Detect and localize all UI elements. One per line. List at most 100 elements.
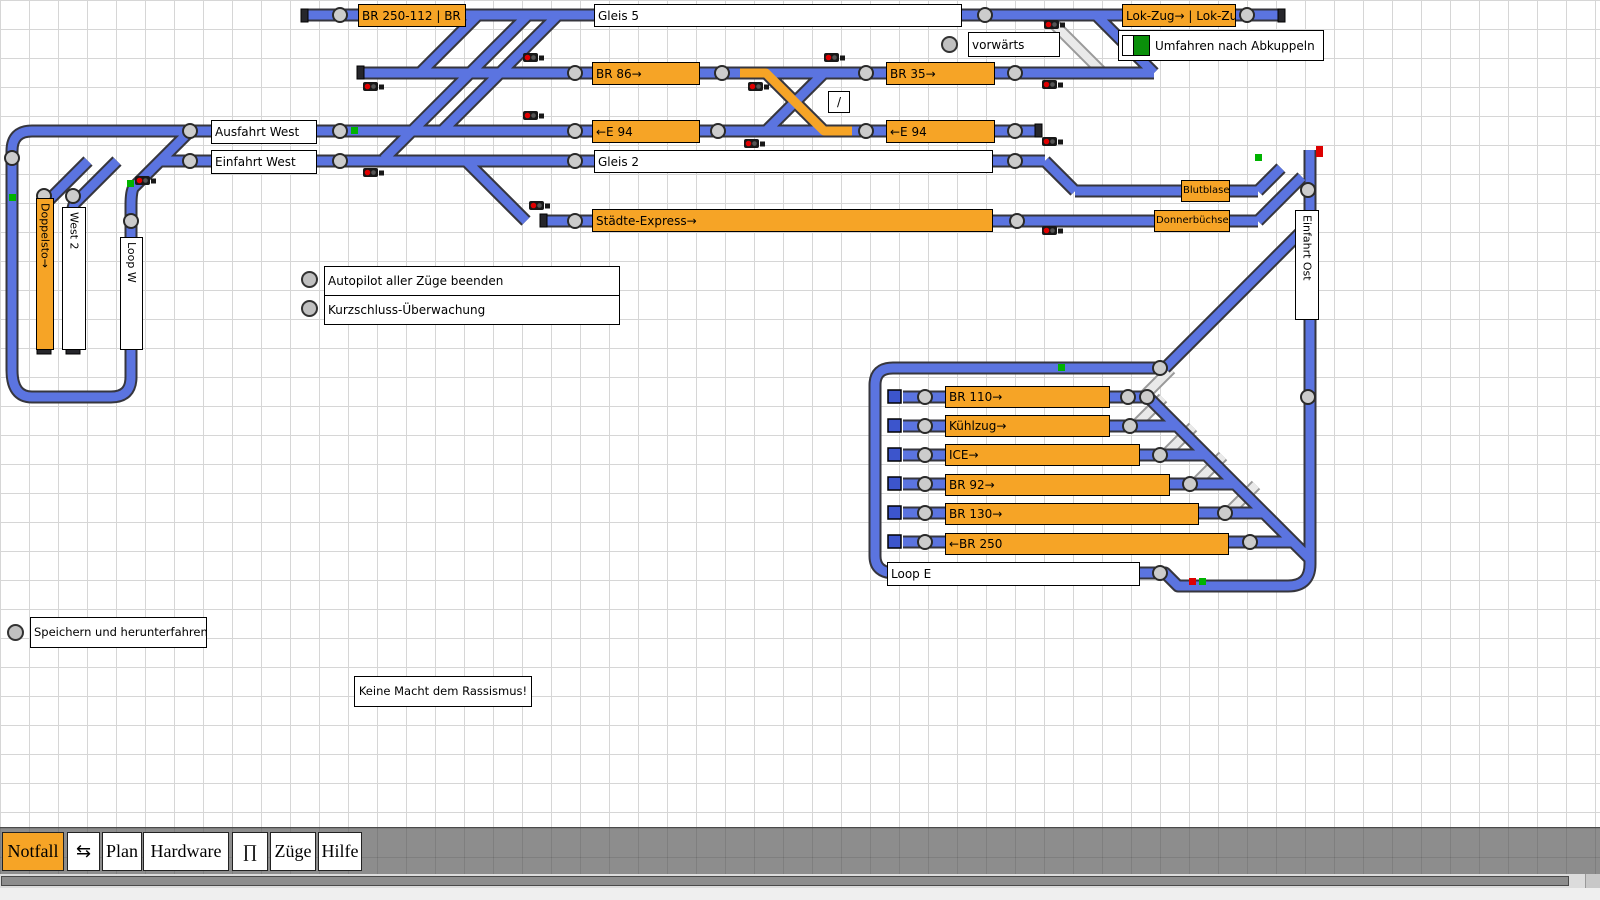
notfall-button[interactable]: Notfall [2, 832, 64, 871]
switch-indicator[interactable] [858, 123, 874, 139]
switch-indicator[interactable] [123, 213, 139, 229]
block-label-einfahrt-west[interactable]: Einfahrt West [211, 150, 317, 174]
horizontal-scrollbar[interactable] [0, 874, 1600, 888]
train-label-br110[interactable]: BR 110→ [945, 386, 1110, 408]
block-label-gleis2[interactable]: Gleis 2 [594, 150, 993, 173]
block-label-ausfahrt-west[interactable]: Ausfahrt West [211, 120, 317, 144]
switch-indicator[interactable] [65, 188, 81, 204]
switch-indicator[interactable] [917, 476, 933, 492]
switch-indicator[interactable] [1009, 213, 1025, 229]
autopilot-stop-button[interactable] [301, 271, 318, 288]
track-rails [5, 8, 1317, 593]
switch-indicator[interactable] [1122, 418, 1138, 434]
train-label-br92[interactable]: BR 92→ [945, 474, 1170, 496]
block-label-loop-e[interactable]: Loop E [887, 562, 1140, 586]
switch-indicator[interactable] [917, 447, 933, 463]
block-label-west2[interactable]: West 2 [62, 207, 86, 350]
train-label-br250-yard[interactable]: ←BR 250 [945, 533, 1229, 555]
switch-indicator[interactable] [182, 123, 198, 139]
direction-label-vorwaerts[interactable]: vorwärts [968, 32, 1060, 57]
signal-icon[interactable] [363, 168, 384, 177]
hardware-button[interactable]: Hardware [143, 832, 229, 871]
shutdown-label[interactable]: Speichern und herunterfahren [30, 617, 207, 648]
hilfe-button[interactable]: Hilfe [318, 832, 362, 871]
inactive-track-branches [1040, 10, 1261, 518]
shutdown-button[interactable] [7, 624, 24, 641]
signal-icon-button[interactable]: ∏ [232, 832, 268, 871]
signal-icon[interactable] [1042, 80, 1063, 89]
plan-button[interactable]: Plan [102, 832, 142, 871]
switch-indicator[interactable] [332, 123, 348, 139]
scrollbar-thumb[interactable] [1, 876, 1569, 886]
switch-indicator[interactable] [1007, 153, 1023, 169]
train-label-doppelsto[interactable]: Doppelsto→ [36, 198, 54, 350]
signal-icon[interactable] [824, 53, 845, 62]
switch-indicator[interactable] [4, 150, 20, 166]
switch-indicator[interactable] [917, 389, 933, 405]
switch-indicator[interactable] [1300, 389, 1316, 405]
train-label-lokzug[interactable]: Lok-Zug→ | Lok-Zug [1122, 4, 1236, 27]
switch-indicator[interactable] [332, 7, 348, 23]
turnout-position-indicator[interactable]: / [828, 91, 850, 113]
switch-indicator[interactable] [567, 153, 583, 169]
switch-indicator[interactable] [332, 153, 348, 169]
main-toolbar: Notfall ⇆ Plan Hardware ∏ Züge Hilfe [0, 827, 1600, 875]
zuege-button[interactable]: Züge [270, 832, 316, 871]
switch-indicator[interactable] [917, 505, 933, 521]
switch-indicator[interactable] [1007, 65, 1023, 81]
switch-indicator[interactable] [1152, 360, 1168, 376]
train-label-e94-right[interactable]: ←E 94 [886, 120, 995, 143]
switch-indicator[interactable] [917, 534, 933, 550]
switch-indicator[interactable] [1152, 447, 1168, 463]
switch-indicator[interactable] [1217, 505, 1233, 521]
block-label-loop-w[interactable]: Loop W [120, 237, 143, 350]
signal-gantry-icon: ∏ [242, 841, 258, 861]
switch-indicator[interactable] [1182, 476, 1198, 492]
switch-indicator[interactable] [567, 123, 583, 139]
train-label-br250-top[interactable]: BR 250-112 | BR 2 [358, 4, 466, 27]
train-label-br86[interactable]: BR 86→ [592, 62, 700, 85]
switch-indicator[interactable] [1139, 389, 1155, 405]
signal-icon[interactable] [523, 111, 544, 120]
switch-indicator[interactable] [710, 123, 726, 139]
signal-icon[interactable] [523, 53, 544, 62]
train-label-br130[interactable]: BR 130→ [945, 503, 1199, 525]
train-label-donnerbuechse[interactable]: Donnerbüchse [1154, 210, 1230, 232]
switch-indicator[interactable] [1242, 534, 1258, 550]
switch-indicator[interactable] [977, 7, 993, 23]
kurzschluss-button[interactable] [301, 300, 318, 317]
switch-indicator[interactable] [1152, 565, 1168, 581]
signal-icon[interactable] [744, 139, 765, 148]
switch-indicator[interactable] [182, 153, 198, 169]
train-label-e94-left[interactable]: ←E 94 [592, 120, 700, 143]
signal-icon[interactable] [1042, 137, 1063, 146]
switch-indicator[interactable] [567, 65, 583, 81]
train-label-ice[interactable]: ICE→ [945, 444, 1140, 466]
switch-indicators[interactable] [4, 7, 1316, 581]
switch-indicator[interactable] [1239, 7, 1255, 23]
train-label-staedte-express[interactable]: Städte-Express→ [592, 209, 993, 232]
signal-icon[interactable] [529, 201, 550, 210]
block-label-gleis5[interactable]: Gleis 5 [594, 4, 962, 27]
switch-indicator[interactable] [1007, 123, 1023, 139]
active-route-highlight [740, 68, 852, 136]
signal-icon[interactable] [363, 82, 384, 91]
train-label-br35[interactable]: BR 35→ [886, 62, 995, 85]
shunt-icon-button[interactable]: ⇆ [67, 832, 100, 871]
switch-indicator[interactable] [714, 65, 730, 81]
signal-icon[interactable] [748, 82, 769, 91]
switch-indicator[interactable] [917, 418, 933, 434]
signal-icon[interactable] [135, 176, 156, 185]
umfahren-state-indicator[interactable] [1122, 35, 1150, 56]
block-label-einfahrt-ost[interactable]: Einfahrt Ost [1295, 210, 1319, 320]
switch-indicator[interactable] [1300, 182, 1316, 198]
train-label-kuehlzug[interactable]: Kühlzug→ [945, 415, 1110, 437]
umfahren-option[interactable]: Umfahren nach Abkuppeln [1118, 30, 1324, 61]
switch-indicator[interactable] [1120, 389, 1136, 405]
vorwaerts-toggle-button[interactable] [941, 36, 958, 53]
switch-indicator[interactable] [858, 65, 874, 81]
kurzschluss-label[interactable]: Kurzschluss-Überwachung [324, 295, 620, 325]
autopilot-stop-label[interactable]: Autopilot aller Züge beenden [324, 266, 620, 296]
train-label-blutblase[interactable]: Blutblase [1181, 180, 1230, 202]
switch-indicator[interactable] [567, 213, 583, 229]
